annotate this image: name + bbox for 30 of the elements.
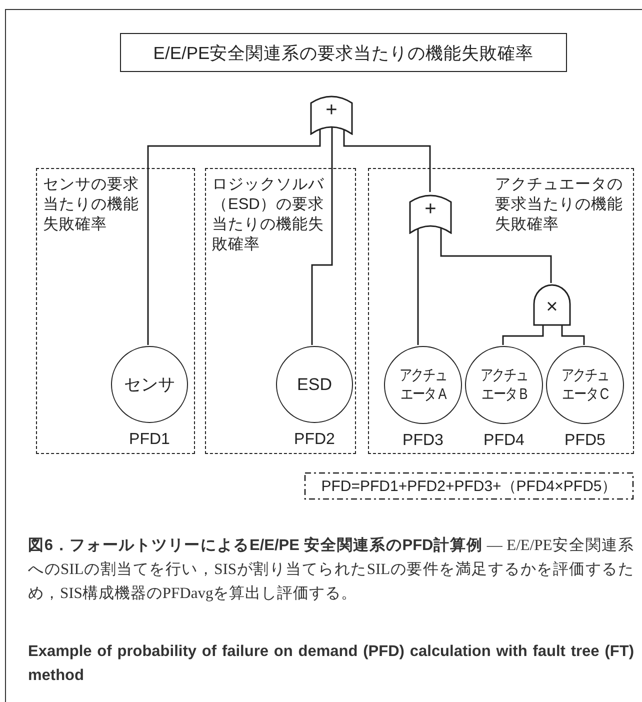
and-gate: × <box>533 284 571 326</box>
event-circle: センサ <box>111 346 188 423</box>
event-label: PFD3 <box>402 432 444 450</box>
title-box: E/E/PE安全関連系の要求当たりの機能失敗確率 <box>120 33 567 72</box>
connector-line <box>440 227 552 283</box>
group-label: アクチュエータの要求当たりの機能失敗確率 <box>495 175 624 235</box>
event-circle: ESD <box>276 346 353 423</box>
group-label: ロジックソルバ（ESD）の要求当たりの機能失敗確率 <box>212 175 324 255</box>
connector-line <box>561 324 585 345</box>
english-caption: Example of probability of failure on demand (PFD) calculation with fault tree (FT) method <box>28 642 634 686</box>
dashed-group-box <box>205 168 356 454</box>
event-circle: アクチュエータ B <box>465 346 543 424</box>
formula-box: PFD=PFD1+PFD2+PFD3+（PFD4×PFD5） <box>304 472 634 500</box>
connector-line <box>417 227 419 345</box>
connector-line <box>343 129 431 192</box>
event-label: PFD2 <box>293 431 336 449</box>
event-circle: アクチュエータ A <box>384 346 462 424</box>
event-label: PFD5 <box>564 432 606 450</box>
event-label: PFD1 <box>128 431 171 449</box>
or-gate: + <box>409 192 452 234</box>
group-label: センサの要求当たりの機能失敗確率 <box>43 175 140 235</box>
connector-line <box>147 129 321 345</box>
figure-caption: 図6．フォールトツリーによるE/E/PE 安全関連系のPFD計算例 ― E/E/PE安全関連系へのSILの割当てを行い，SISが割り当てられたSILの要件を満足するかを評価するため，SIS構成機器のPFDavgを算出し評価する。 <box>28 536 634 604</box>
or-gate: + <box>310 93 353 135</box>
connector-line <box>502 324 544 345</box>
dashed-group-box <box>36 168 195 454</box>
dashed-group-box <box>368 168 634 454</box>
connector-line <box>311 127 333 345</box>
event-circle: アクチュエータ C <box>546 346 624 424</box>
event-label: PFD4 <box>482 432 526 450</box>
